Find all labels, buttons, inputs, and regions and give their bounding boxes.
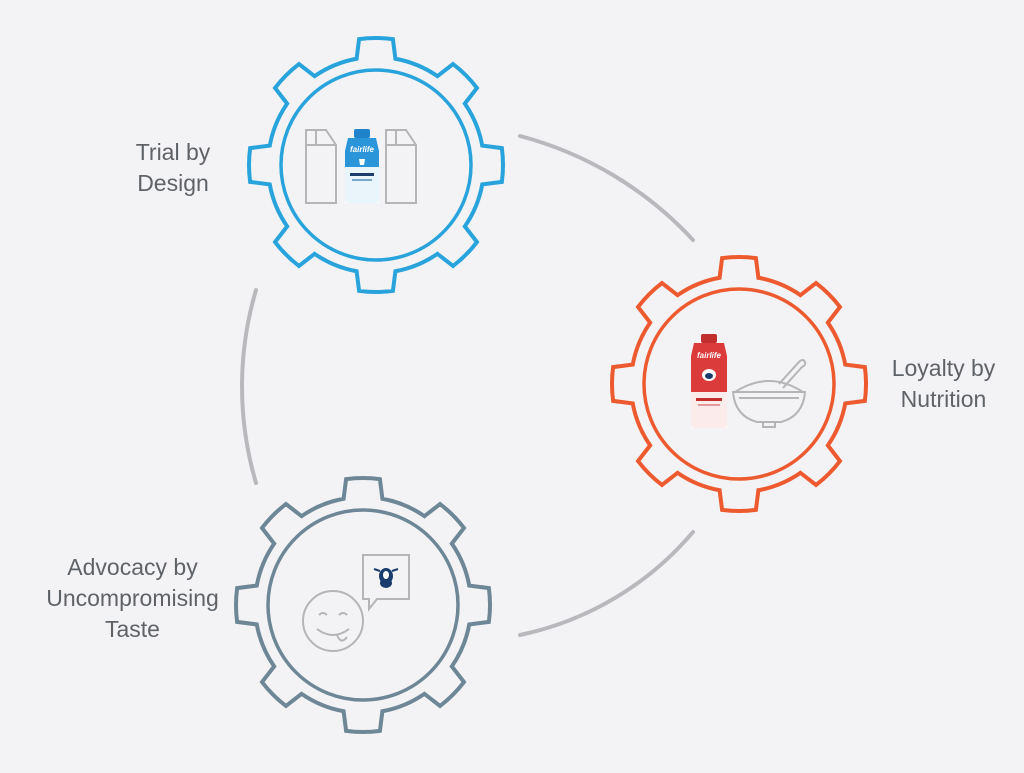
- happy-face-with-cow-speech-bubble-icon: [302, 554, 410, 652]
- milk-carton-left-icon: [305, 129, 337, 204]
- label-line: Nutrition: [900, 386, 987, 412]
- label-line: Advocacy by: [67, 554, 198, 580]
- fairlife-bottle-and-cereal-bowl-icon: fairlife: [691, 334, 807, 428]
- label-line: Taste: [105, 616, 160, 642]
- label-line: Loyalty by: [891, 355, 996, 381]
- connector-arc-loyalty-advocacy: [518, 530, 695, 637]
- bottle-brand-text: fairlife: [350, 145, 375, 154]
- connector-arc-advocacy-trial: [240, 288, 258, 485]
- label-line: Uncompromising: [46, 585, 219, 611]
- gear-loyalty: fairlife: [610, 255, 868, 513]
- happy-face-icon: [302, 590, 364, 652]
- gear-inner-circle: [266, 508, 460, 702]
- gear-inner-circle: [279, 68, 473, 262]
- gear-outline: [247, 36, 505, 294]
- gear-inner-circle: [642, 287, 836, 481]
- gear-advocacy: [234, 476, 492, 734]
- speech-bubble-icon: [362, 554, 410, 612]
- label-line: Design: [137, 170, 209, 196]
- milk-carton-right-icon: [385, 129, 417, 204]
- bottle-brand-text: fairlife: [697, 351, 722, 360]
- label-trial-by-design: Trial by Design: [108, 137, 238, 199]
- gear-outline: [610, 255, 868, 513]
- milk-cartons-with-fairlife-bottle-icon: fairlife: [305, 129, 417, 204]
- cereal-bowl-icon: [731, 359, 807, 428]
- cow-face-icon: [373, 568, 399, 588]
- label-advocacy-by-uncompromising-taste: Advocacy by Uncompromising Taste: [30, 552, 235, 645]
- fairlife-bottle-red-icon: fairlife: [691, 334, 727, 428]
- gear-outline: [234, 476, 492, 734]
- connector-arc-trial-loyalty: [518, 134, 695, 242]
- label-line: Trial by: [135, 139, 211, 165]
- label-loyalty-by-nutrition: Loyalty by Nutrition: [876, 353, 1011, 415]
- fairlife-bottle-blue-icon: fairlife: [345, 129, 379, 203]
- gear-trial: fairlife: [247, 36, 505, 294]
- connector-arcs: [240, 134, 695, 637]
